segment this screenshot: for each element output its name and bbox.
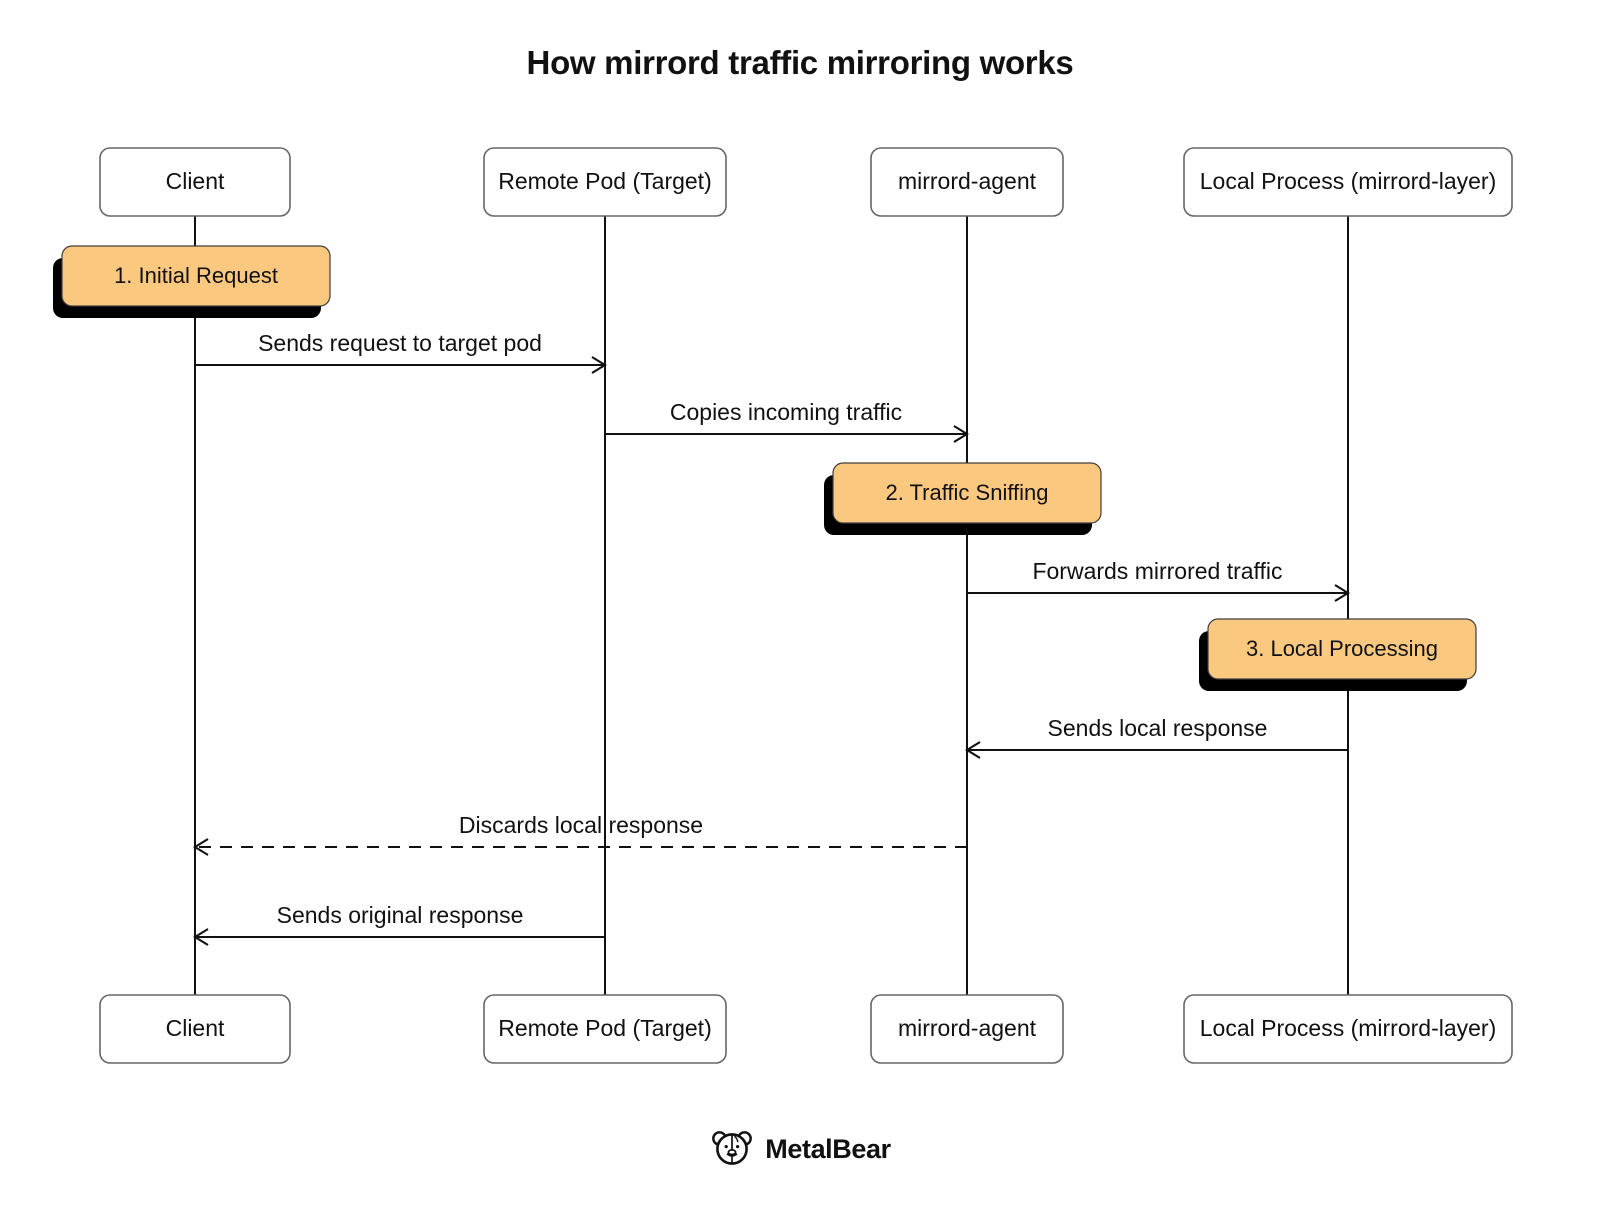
message-sends-local-response: Sends local response [964,715,1348,759]
participant-label-mirrord-agent: mirrord-agent [898,168,1037,194]
participant-label-remote-pod: Remote Pod (Target) [498,1015,711,1041]
message-sends-original-response: Sends original response [192,902,605,946]
brand-footer: MetalBear [0,1124,1600,1175]
note-local-processing-box [1207,618,1477,680]
participant-label-client: Client [166,1015,225,1041]
participant-box-local-process[interactable] [1183,994,1513,1064]
bear-face-icon [709,1124,755,1175]
participant-label-mirrord-agent: mirrord-agent [898,1015,1037,1041]
participant-bottom-mirrord-agent[interactable]: mirrord-agent [870,994,1064,1064]
brand-name: MetalBear [765,1134,891,1164]
arrow-head-discards-local-response [192,838,209,856]
participant-top-mirrord-agent[interactable]: mirrord-agent [870,147,1064,217]
message-discards-local-response: Discards local response [192,812,967,856]
participant-label-local-process: Local Process (mirrord-layer) [1200,1015,1497,1041]
page-title: How mirrord traffic mirroring works [526,44,1074,81]
participant-top-client[interactable]: Client [99,147,291,217]
participant-label-client: Client [166,168,225,194]
participant-box-remote-pod[interactable] [483,147,727,217]
note-initial-request-box [61,245,331,307]
participant-bottom-local-process[interactable]: Local Process (mirrord-layer) [1183,994,1513,1064]
arrow-head-copies-traffic [953,425,970,443]
participant-box-remote-pod[interactable] [483,994,727,1064]
arrow-head-sends-request [591,356,608,374]
message-label-copies-traffic: Copies incoming traffic [670,399,902,425]
participant-box-mirrord-agent[interactable] [870,994,1064,1064]
note-initial-request: 1. Initial Request [53,245,331,318]
message-label-sends-original-response: Sends original response [277,902,524,928]
message-label-discards-local-response: Discards local response [459,812,703,838]
message-forwards-traffic: Forwards mirrored traffic [967,558,1351,602]
message-sends-request: Sends request to target pod [195,330,608,374]
arrow-head-forwards-traffic [1334,584,1351,602]
participant-top-local-process[interactable]: Local Process (mirrord-layer) [1183,147,1513,217]
message-label-sends-local-response: Sends local response [1048,715,1268,741]
participant-top-remote-pod[interactable]: Remote Pod (Target) [483,147,727,217]
note-traffic-sniffing: 2. Traffic Sniffing [824,462,1102,535]
message-copies-traffic: Copies incoming traffic [605,399,970,443]
note-traffic-sniffing-box [832,462,1102,524]
participant-label-local-process: Local Process (mirrord-layer) [1200,168,1497,194]
arrow-head-sends-original-response [192,928,209,946]
message-label-sends-request: Sends request to target pod [258,330,542,356]
participant-box-mirrord-agent[interactable] [870,147,1064,217]
note-local-processing-label: 3. Local Processing [1246,636,1438,661]
participant-label-remote-pod: Remote Pod (Target) [498,168,711,194]
participant-box-client[interactable] [99,147,291,217]
note-local-processing: 3. Local Processing [1199,618,1477,691]
note-initial-request-label: 1. Initial Request [114,263,278,288]
participant-bottom-client[interactable]: Client [99,994,291,1064]
participant-box-local-process[interactable] [1183,147,1513,217]
arrow-head-sends-local-response [964,741,981,759]
participant-box-client[interactable] [99,994,291,1064]
message-label-forwards-traffic: Forwards mirrored traffic [1032,558,1282,584]
note-traffic-sniffing-label: 2. Traffic Sniffing [885,480,1048,505]
participant-bottom-remote-pod[interactable]: Remote Pod (Target) [483,994,727,1064]
